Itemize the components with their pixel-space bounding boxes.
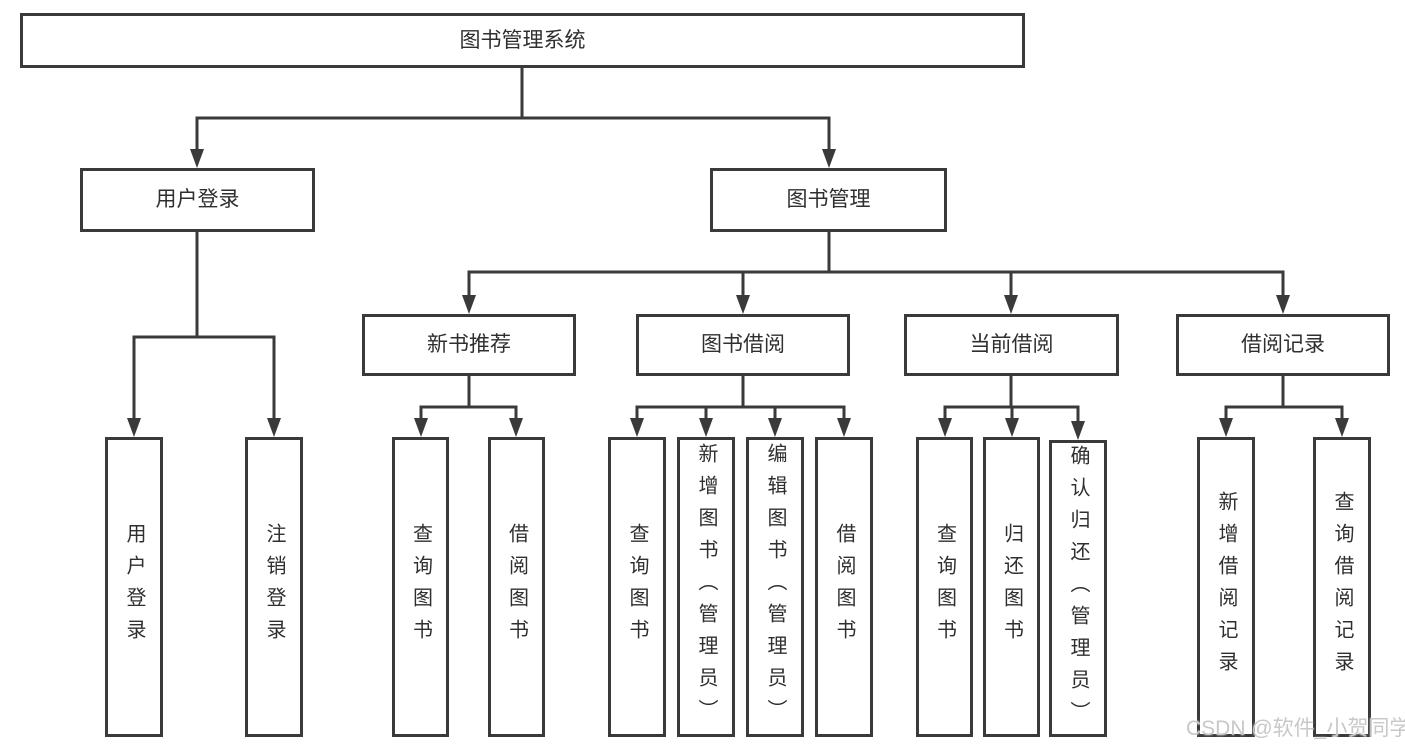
node-cb-query-books: 查询图书 [916,437,973,737]
node-cb-return-books: 归还图书 [983,437,1040,737]
node-br-query-record: 查询借阅记录 [1313,437,1371,737]
node-new-book-recommend: 新书推荐 [362,314,576,376]
watermark-text: CSDN @软件_小贺同学 [1186,717,1405,740]
node-nbr-query-books: 查询图书 [392,437,449,737]
node-logout-login: 注销登录 [245,437,303,737]
node-nbr-borrow-books-label: 借阅图书 [505,523,528,651]
node-nbr-query-books-label: 查询图书 [409,523,432,651]
node-bb-query-books-label: 查询图书 [626,523,648,651]
node-br-add-record: 新增借阅记录 [1197,437,1255,737]
node-user-login-group: 用户登录 [80,168,315,232]
node-bb-borrow-books-label: 借阅图书 [833,523,855,651]
node-user-login: 用户登录 [105,437,163,737]
node-bb-edit-books-admin-label: 编辑图书（管理员） [764,443,786,731]
node-cb-confirm-return-admin-label: 确认归还（管理员） [1067,444,1089,733]
node-bb-edit-books-admin: 编辑图书（管理员） [746,437,804,737]
node-user-login-label: 用户登录 [123,523,145,651]
node-bb-query-books: 查询图书 [608,437,666,737]
node-book-borrowing: 图书借阅 [636,314,850,376]
node-br-query-record-label: 查询借阅记录 [1331,491,1353,683]
node-bb-add-books-admin-label: 新增图书（管理员） [695,443,717,731]
node-bb-add-books-admin: 新增图书（管理员） [677,437,735,737]
node-borrow-records: 借阅记录 [1176,314,1390,376]
node-borrow-records-label: 借阅记录 [1241,333,1325,357]
node-user-login-group-label: 用户登录 [155,188,240,212]
node-new-book-recommend-label: 新书推荐 [427,333,511,357]
node-library-system-label: 图书管理系统 [459,28,586,52]
node-book-management-label: 图书管理 [786,188,871,212]
node-cb-confirm-return-admin: 确认归还（管理员） [1049,440,1107,737]
node-book-borrowing-label: 图书借阅 [701,333,785,357]
node-current-borrowing: 当前借阅 [904,314,1119,376]
node-cb-query-books-label: 查询图书 [933,523,956,651]
node-book-management: 图书管理 [710,168,947,232]
node-cb-return-books-label: 归还图书 [1000,523,1023,651]
node-bb-borrow-books: 借阅图书 [815,437,873,737]
node-nbr-borrow-books: 借阅图书 [488,437,545,737]
node-br-add-record-label: 新增借阅记录 [1215,491,1237,683]
node-logout-login-label: 注销登录 [263,523,285,651]
node-library-system: 图书管理系统 [20,13,1025,68]
node-current-borrowing-label: 当前借阅 [969,333,1054,357]
